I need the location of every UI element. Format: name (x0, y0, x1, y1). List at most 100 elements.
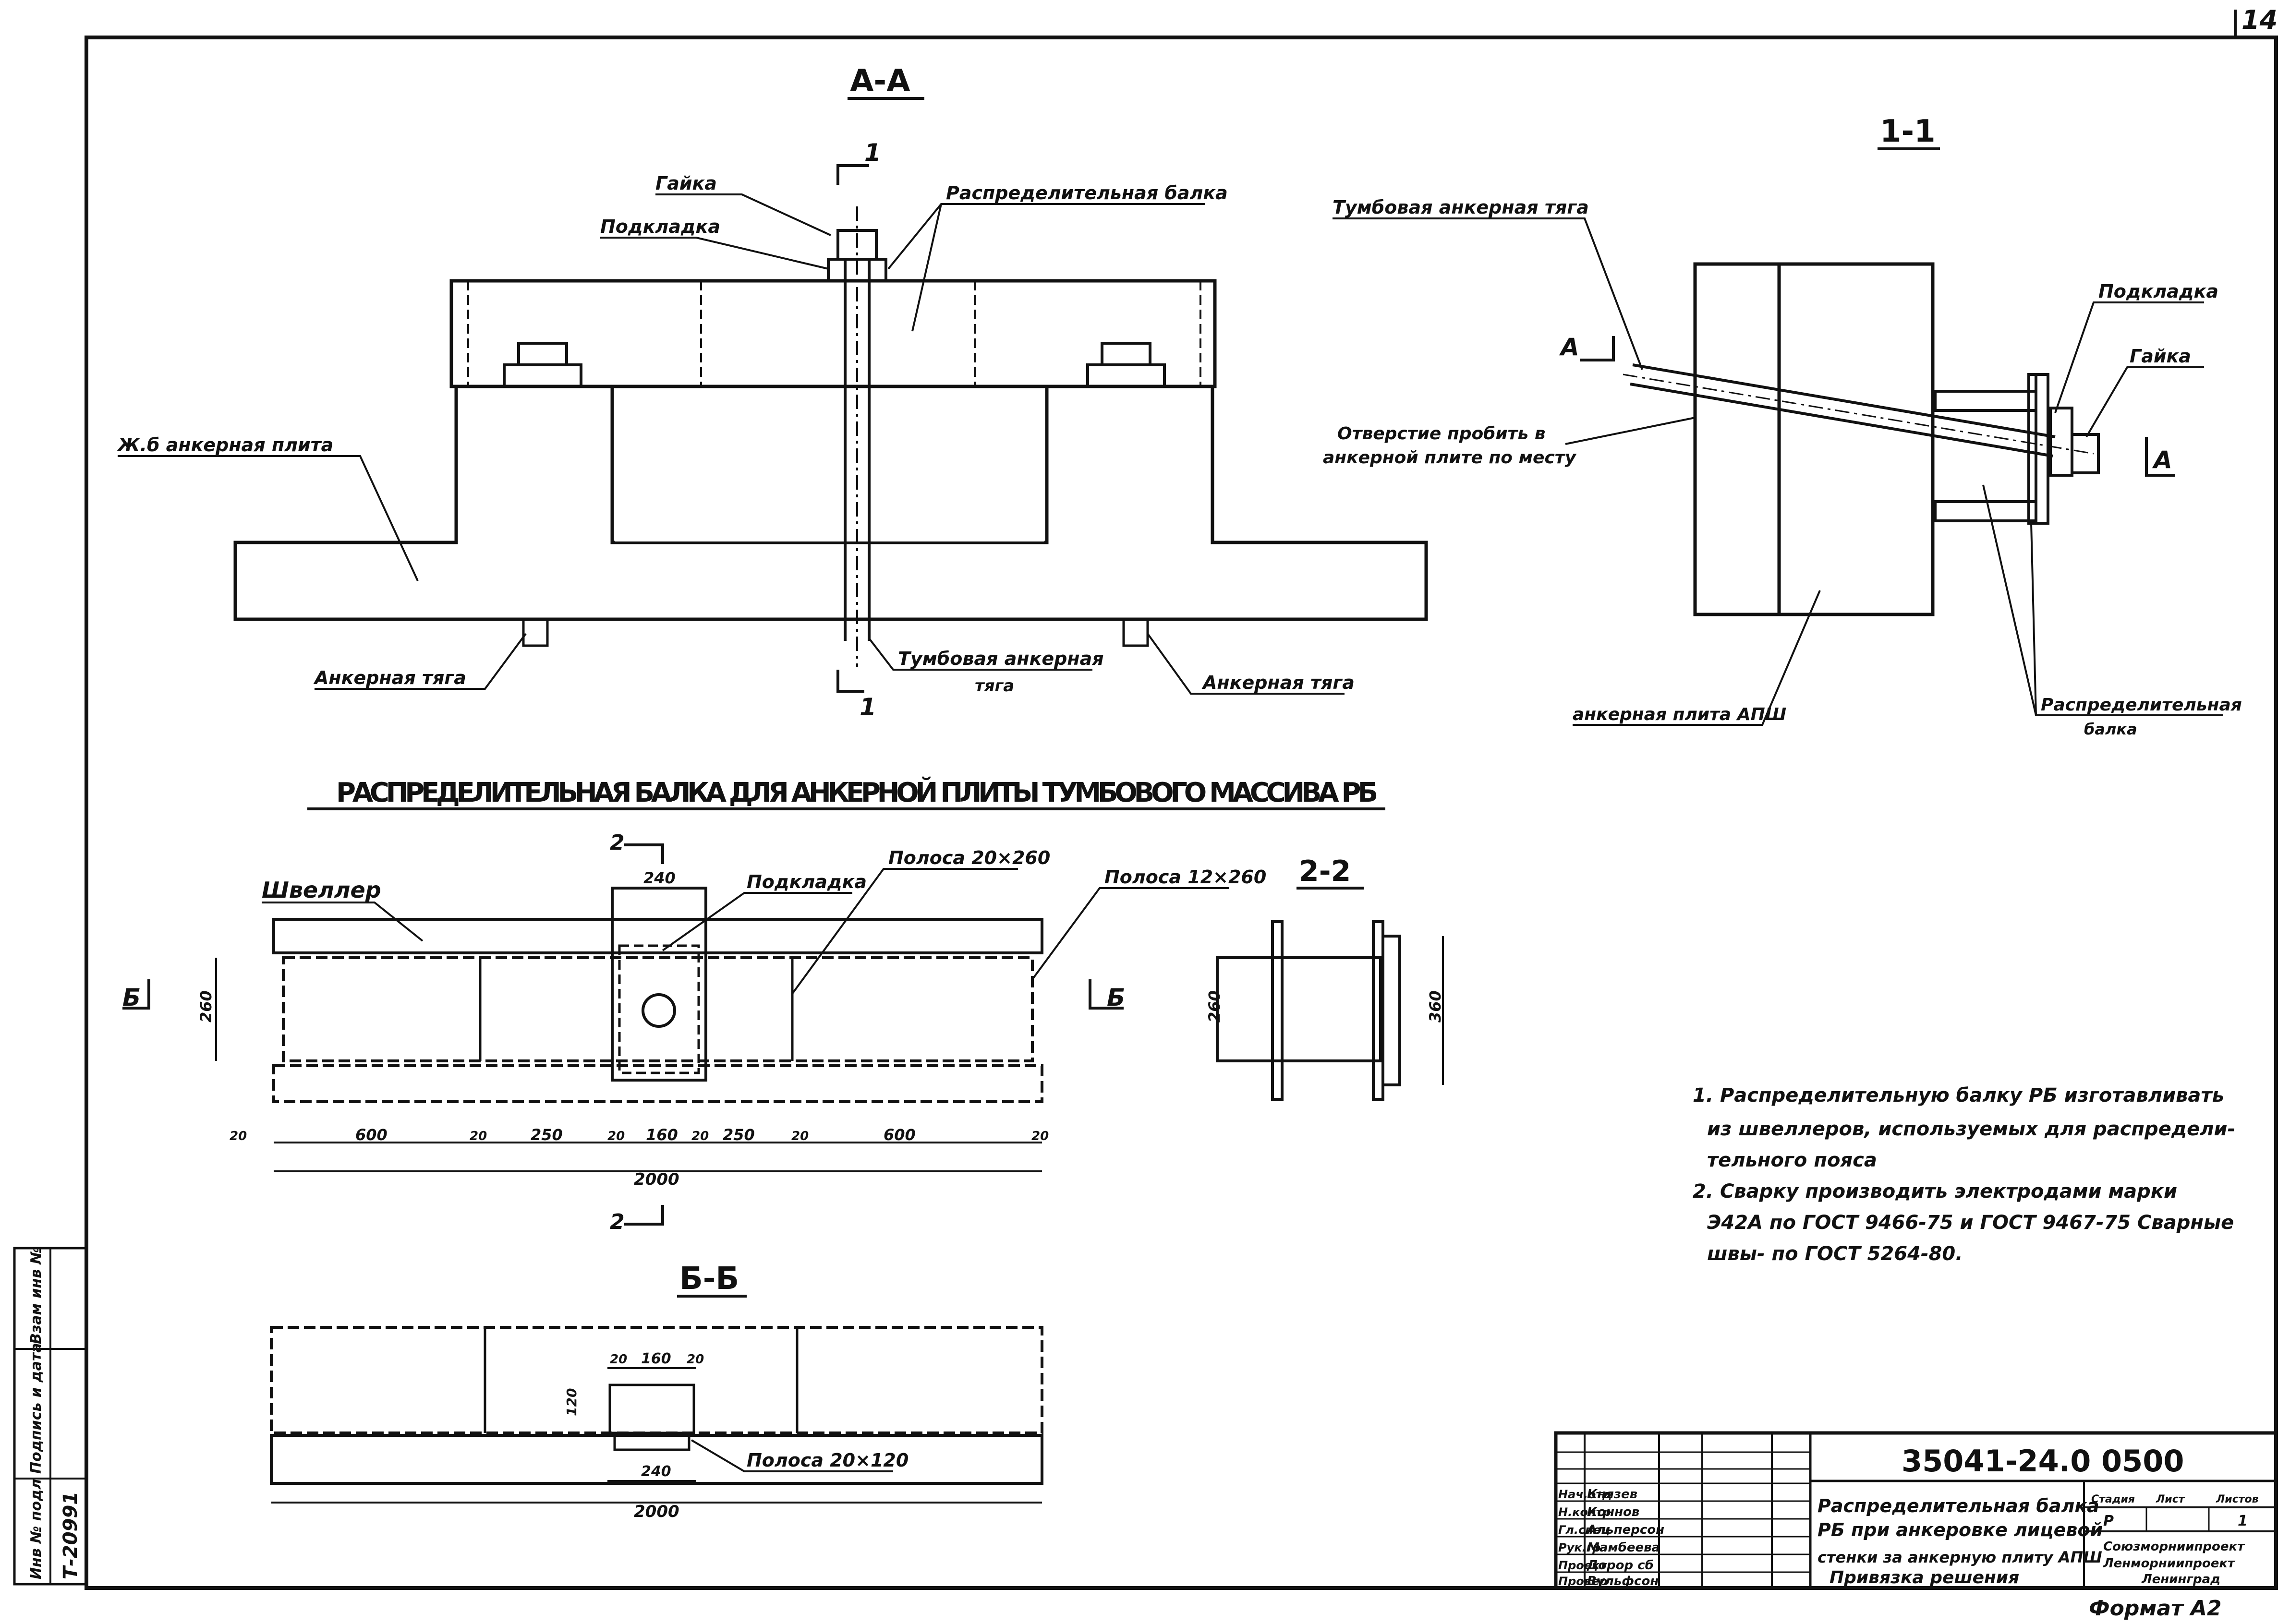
plan-dim-top: 240 (643, 869, 676, 887)
label-nut-aa: Гайка (655, 173, 717, 194)
label-tie-right: Анкерная тяга (1201, 672, 1355, 693)
plan-cut-2-top: 2 (610, 830, 625, 855)
bb-overall: 2000 (634, 1502, 679, 1521)
stamp-replace: Взам инв № (28, 1247, 45, 1344)
tb-desc-0: Распределительная балка (1817, 1495, 2099, 1516)
stamp-inv: Инв № подл (28, 1479, 45, 1579)
sheet-border (85, 36, 2278, 1590)
label-bollard-tie-aa-2: тяга (975, 676, 1014, 696)
tb-desc-2: стенки за анкерную плиту АПШ (1817, 1548, 2102, 1566)
tb-name-1: Коннов (1587, 1505, 1639, 1519)
beam-plan: 240 260 20 600 20 250 20 160 20 250 20 6… (122, 830, 1266, 1234)
tb-name-2: Альперсон (1586, 1523, 1664, 1537)
section-22: 2-2 260 360 (1205, 854, 1444, 1101)
note-line-5: Э42А по ГОСТ 9466-75 и ГОСТ 9467-75 Свар… (1707, 1212, 2234, 1234)
notes: 1. Распределительную балку РБ изготавлив… (1693, 1084, 2235, 1265)
note-line-1: 1. Распределительную балку РБ изготавлив… (1693, 1084, 2224, 1107)
label-plate-11: анкерная плита АПШ (1573, 705, 1786, 724)
tb-name-3: Мамбеева (1587, 1540, 1660, 1555)
section-bb-title: Б-Б (679, 1261, 739, 1297)
tb-org-2: Ленинград (2141, 1572, 2220, 1587)
plan-dim-0: 20 (230, 1129, 247, 1143)
note-line-6: швы- по ГОСТ 5264-80. (1707, 1243, 1963, 1265)
label-beam-11-1: Распределительная (2041, 695, 2242, 715)
tb-name-5: Вульфсон (1587, 1574, 1659, 1588)
plan-dim-4: 20 (607, 1129, 625, 1143)
stamp-sign: Подпись и дата (28, 1343, 45, 1474)
s22-dim-left: 260 (1205, 990, 1224, 1023)
plan-dim-3: 250 (531, 1126, 563, 1144)
note-line-3: тельного пояса (1707, 1149, 1877, 1171)
tb-desc-1: РБ при анкеровке лицевой (1817, 1519, 2103, 1540)
label-plate-aa: Ж.б анкерная плита (116, 434, 333, 456)
side-stamp: Взам инв № Подпись и дата Инв № подл Т-2… (13, 1247, 88, 1586)
label-tie-left: Анкерная тяга (313, 667, 466, 688)
tb-stage-head-2: Листов (2216, 1493, 2259, 1505)
label-strip-2: Полоса 12×260 (1104, 866, 1266, 888)
label-hole-2: анкерной плите по месту (1323, 448, 1577, 468)
tb-org-1: Ленморниипроект (2103, 1556, 2236, 1571)
s22-dim-right: 360 (1426, 990, 1444, 1023)
cut-1-top: 1 (864, 139, 881, 167)
tb-name-4: Дорор сб (1587, 1558, 1654, 1573)
bb-dim-2: 20 (687, 1352, 704, 1367)
plan-dim-height: 260 (197, 990, 215, 1023)
section-aa-title: А-А (850, 63, 910, 99)
section-22-title: 2-2 (1299, 854, 1351, 888)
note-line-2: из швеллеров, используемых для распредел… (1707, 1118, 2235, 1140)
label-strip-1: Полоса 20×260 (888, 847, 1050, 868)
tb-stage-head-0: Стадия (2091, 1493, 2135, 1505)
tb-role-2: Гл.спец (1558, 1523, 1610, 1537)
bb-dim-bottom: 240 (641, 1463, 671, 1480)
label-beam-aa: Распределительная балка (946, 182, 1228, 204)
label-nut-11: Гайка (2130, 346, 2191, 367)
title-block: Нач.отд Н.контр Гл.спец Рук.гр Проект Пр… (1554, 1431, 2278, 1590)
tb-code: 35041-24.0 0500 (1902, 1444, 2184, 1479)
note-line-4: 2. Сварку производить электродами марки (1693, 1180, 2177, 1203)
tb-org-0: Союзморниипроект (2103, 1540, 2245, 1554)
plan-dim-8: 20 (791, 1129, 809, 1143)
plan-dim-9: 600 (884, 1126, 916, 1144)
plan-dim-6: 20 (691, 1129, 709, 1143)
label-beam-11-2: балка (2084, 720, 2137, 738)
main-title: РАСПРЕДЕЛИТЕЛЬНАЯ БАЛКА ДЛЯ АНКЕРНОЙ ПЛИ… (336, 777, 1378, 808)
label-washer-11: Подкладка (2098, 281, 2218, 302)
tb-role-3: Рук.гр (1558, 1541, 1600, 1554)
tb-role-4: Проект (1558, 1559, 1607, 1572)
label-hole-1: Отверстие пробить в (1337, 424, 1546, 444)
sheet-number: 14 (2242, 5, 2278, 35)
cut-a-left: А (1559, 333, 1579, 361)
plan-dim-5: 160 (646, 1126, 678, 1144)
label-bollard-tie-aa: Тумбовая анкерная (898, 648, 1104, 669)
label-channel: Швеллер (262, 877, 381, 903)
tb-name-0: Князев (1587, 1487, 1637, 1502)
tb-stage-val-0: Р (2103, 1513, 2114, 1529)
plan-dim-2: 20 (470, 1129, 487, 1143)
plan-dim-1: 600 (355, 1126, 388, 1144)
cut-1-bottom: 1 (860, 693, 876, 721)
tb-stage-val-2: 1 (2238, 1513, 2248, 1529)
tb-role-1: Н.контр (1558, 1505, 1611, 1519)
tb-role-5: Провер (1558, 1575, 1607, 1588)
section-aa: А-А 1 1 Гайка Подкладка Рас (116, 63, 1428, 721)
label-strip-bb: Полоса 20×120 (747, 1450, 909, 1471)
cut-a-right: А (2152, 446, 2172, 474)
tb-role-0: Нач.отд (1558, 1488, 1612, 1501)
plan-dim-10: 20 (1031, 1129, 1049, 1143)
stamp-number: Т-20991 (60, 1492, 82, 1579)
section-11: 1-1 А А Тумбовая анкерная тяга Отверстие… (1323, 114, 2242, 738)
tb-desc-3: Привязка решения (1830, 1568, 2019, 1588)
bb-dim-side: 120 (564, 1388, 580, 1416)
label-bollard-tie-11: Тумбовая анкерная тяга (1333, 197, 1589, 218)
section-11-title: 1-1 (1880, 114, 1936, 149)
bb-dim-1: 160 (641, 1350, 671, 1367)
bb-dim-0: 20 (610, 1352, 627, 1367)
plan-overall: 2000 (634, 1170, 679, 1189)
plan-cut-2-bottom: 2 (610, 1210, 625, 1234)
anchor-plate-concrete (233, 385, 1428, 621)
sheet-format: Формат А2 (2089, 1596, 2222, 1621)
label-washer-aa: Подкладка (600, 216, 720, 237)
label-washer-plan: Подкладка (747, 871, 867, 892)
plan-dim-7: 250 (723, 1126, 755, 1144)
